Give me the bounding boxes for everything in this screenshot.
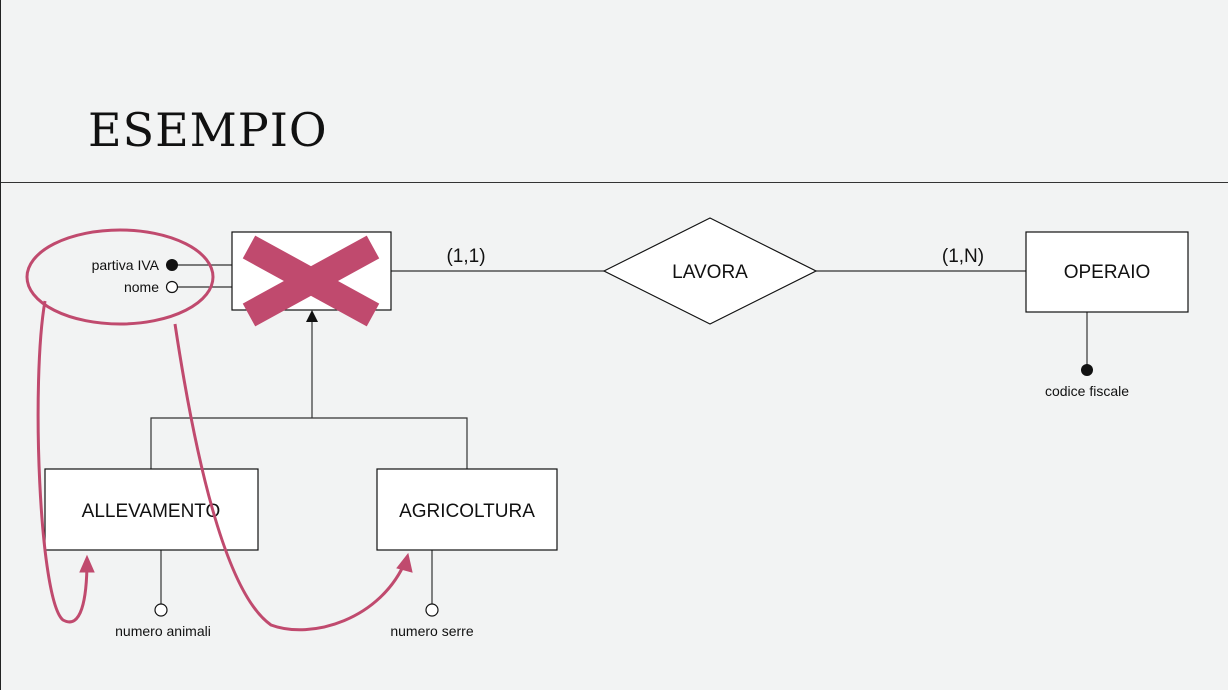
highlight-ellipse [25, 228, 215, 326]
relationship-lavora-label: LAVORA [672, 262, 748, 283]
arrowhead-icon [79, 554, 95, 573]
annotation-arrow-to-agricoltura [173, 323, 408, 632]
attribute-circle [154, 603, 168, 617]
annotations [25, 228, 413, 632]
entity-operaio-label: OPERAIO [1064, 262, 1151, 283]
attribute-nome[interactable]: nome [124, 279, 179, 295]
arrowhead-icon [396, 552, 413, 573]
generalization-tree [150, 417, 468, 469]
attribute-partita-iva-label: partiva IVA [92, 257, 160, 273]
identifier-dot [166, 259, 178, 271]
identifier-dot [1081, 364, 1093, 376]
attribute-numero-animali[interactable]: numero animali [115, 603, 211, 639]
attribute-codice-fiscale-label: codice fiscale [1045, 383, 1129, 399]
entity-allevamento-box [44, 468, 259, 551]
entity-operaio-box [1025, 231, 1189, 313]
connector-lines [150, 264, 1088, 604]
attribute-numero-serre-label: numero serre [390, 623, 473, 639]
slide-title: ESEMPIO [88, 103, 328, 157]
relationship-lavora-diamond [602, 217, 818, 325]
relationship-lavora[interactable]: LAVORA [602, 217, 818, 325]
cardinality-left: (1,1) [446, 246, 485, 267]
attribute-nome-label: nome [124, 279, 159, 295]
attribute-codice-fiscale[interactable]: codice fiscale [1045, 364, 1129, 399]
entity-agricoltura-box [376, 468, 558, 551]
cross-mark-icon [242, 235, 380, 327]
attribute-numero-serre[interactable]: numero serre [390, 603, 474, 639]
entity-allevamento-label: ALLEVAMENTO [82, 501, 221, 522]
entity-agricoltura[interactable]: AGRICOLTURA [376, 468, 558, 551]
attribute-partita-iva[interactable]: partiva IVA [92, 257, 178, 273]
attribute-circle [165, 280, 179, 294]
attribute-numero-animali-label: numero animali [115, 623, 211, 639]
entity-operaio[interactable]: OPERAIO [1025, 231, 1189, 313]
cardinality-right: (1,N) [942, 246, 984, 267]
title-divider [1, 182, 1228, 183]
title-area: ESEMPIO [1, 0, 1228, 183]
entity-agricoltura-label: AGRICOLTURA [399, 501, 535, 522]
entity-allevamento[interactable]: ALLEVAMENTO [44, 468, 259, 551]
attribute-circle [425, 603, 439, 617]
annotation-arrow-to-allevamento [36, 300, 89, 624]
